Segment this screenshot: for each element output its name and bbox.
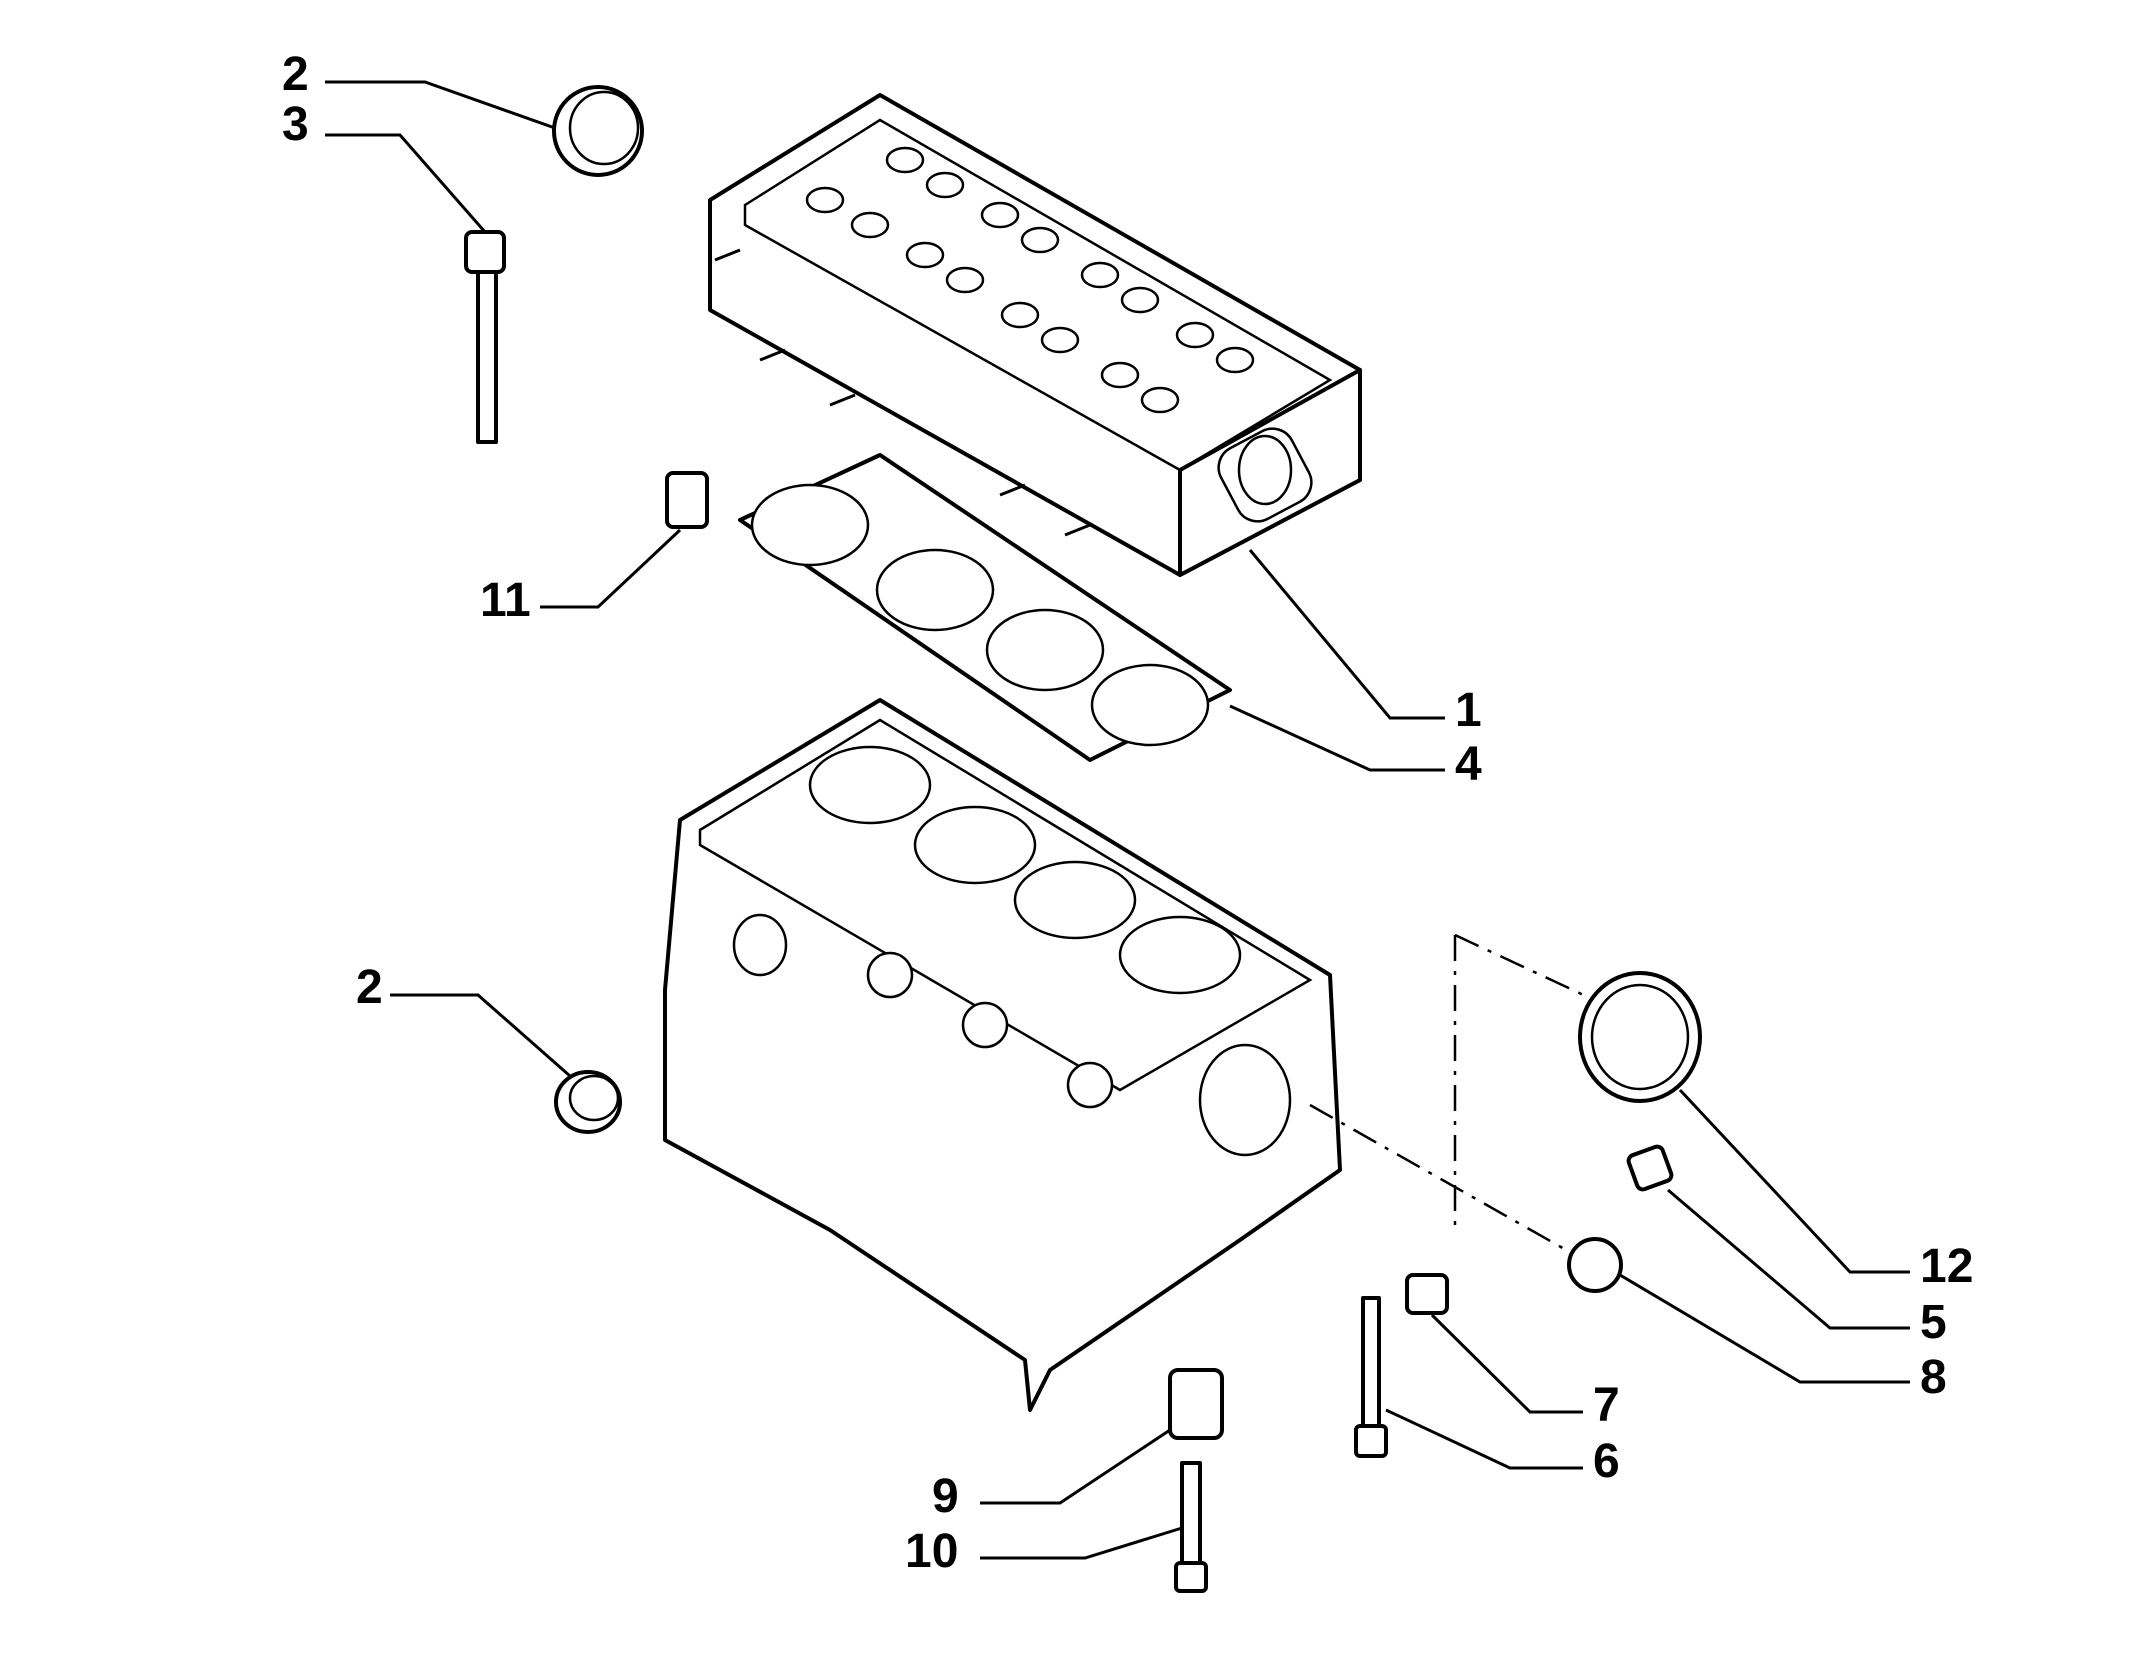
callout-7: 7 <box>1593 1379 1620 1432</box>
callout-12: 12 <box>1920 1240 1973 1293</box>
callout-4: 4 <box>1455 738 1482 791</box>
leader-10 <box>980 1526 1183 1560</box>
rear-seal-cover <box>1578 971 1702 1103</box>
leader-4 <box>1229 704 1445 772</box>
callout-8: 8 <box>1920 1351 1947 1404</box>
leader-7 <box>1430 1313 1583 1414</box>
leader-6 <box>1385 1408 1583 1470</box>
core-plug-side <box>554 1070 622 1134</box>
short-bolt <box>1174 1461 1208 1593</box>
locating-dowel <box>1405 1273 1449 1315</box>
callout-10: 10 <box>905 1525 958 1578</box>
cup-plug <box>1567 1237 1623 1293</box>
callout-2-top: 2 <box>282 48 309 101</box>
head-gasket <box>738 453 1232 762</box>
head-studs <box>714 248 1091 537</box>
callout-1: 1 <box>1455 684 1482 737</box>
leader-8 <box>1619 1273 1910 1384</box>
callout-5: 5 <box>1920 1296 1947 1349</box>
engine-block <box>663 698 1342 1412</box>
alignment-line-seal <box>1454 933 1606 1007</box>
threaded-plug <box>1626 1144 1674 1192</box>
callout-11: 11 <box>480 574 531 627</box>
callout-2-lower: 2 <box>356 961 383 1014</box>
leader-2-top <box>325 80 556 130</box>
leader-9 <box>980 1428 1171 1505</box>
callout-3: 3 <box>282 98 309 151</box>
leader-1 <box>1248 549 1445 720</box>
leader-11 <box>540 528 682 609</box>
leader-5 <box>1667 1188 1910 1330</box>
leader-2-lower <box>390 993 571 1078</box>
dowel-sleeve <box>665 471 709 529</box>
long-bolt <box>1354 1296 1388 1458</box>
bearing-sleeve <box>1168 1368 1224 1440</box>
valve-caps <box>805 146 1255 414</box>
leader-12 <box>1678 1088 1910 1274</box>
leader-3 <box>325 133 487 233</box>
head-bolt <box>464 230 506 444</box>
callout-9: 9 <box>932 1470 959 1523</box>
core-plug-top <box>552 85 644 177</box>
cylinder-head <box>708 93 1362 577</box>
alignment-line-plug <box>1309 1103 1576 1257</box>
callout-6: 6 <box>1593 1435 1620 1488</box>
